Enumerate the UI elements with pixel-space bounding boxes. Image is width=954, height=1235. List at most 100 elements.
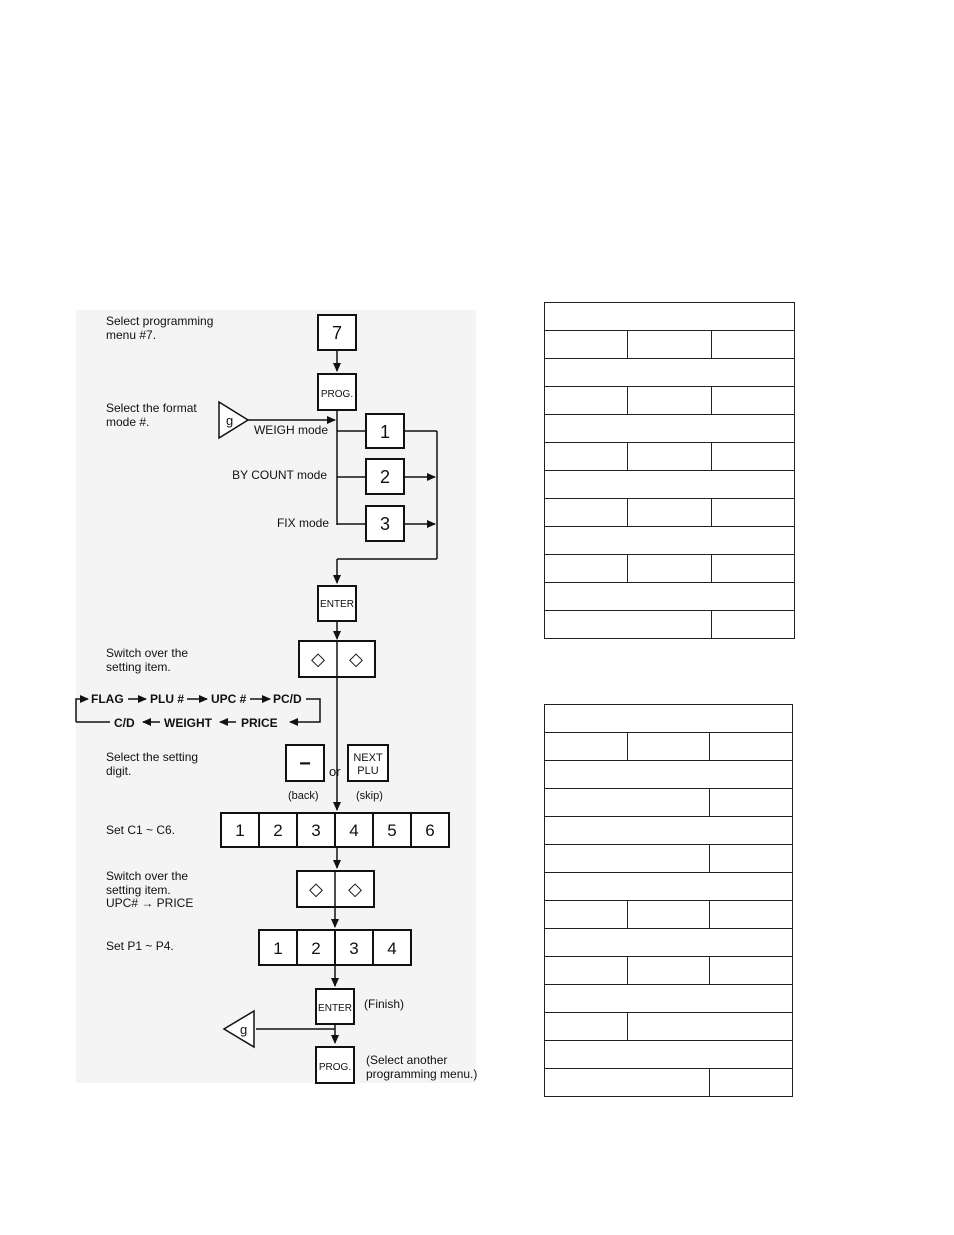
table-cell — [710, 610, 796, 639]
step-select-format-label-part: mode #. — [106, 415, 149, 429]
table-cell — [627, 330, 712, 359]
blank-form-table-1 — [543, 302, 796, 639]
or-label: or — [329, 764, 341, 779]
table-cell — [709, 900, 793, 929]
prog-button[interactable] — [317, 373, 357, 411]
g-return-icon[interactable] — [222, 1009, 255, 1049]
step-switch-item-2-label: Switch over the setting item. — [106, 869, 191, 897]
step-switch-item-2-sub: UPC# → PRICE — [106, 896, 193, 910]
table-row — [543, 386, 796, 415]
cycle-plu: PLU # — [150, 692, 184, 706]
step-select-menu-label-part: Select programming — [106, 314, 213, 328]
mode-fix-label: FIX mode — [277, 516, 329, 530]
cycle-flag: FLAG — [91, 692, 124, 706]
c-digit-6-key[interactable] — [410, 812, 450, 848]
table-cell — [544, 928, 793, 957]
next-label: NEXT — [353, 752, 383, 764]
step-set-p-label: Set P1 ~ P4. — [106, 939, 174, 953]
diamond-right-icon[interactable]: ◇ — [349, 649, 363, 669]
finish-label: (Finish) — [364, 997, 404, 1011]
c-digit-1-key[interactable] — [220, 812, 260, 848]
table-cell — [544, 704, 793, 733]
table-row — [543, 1068, 793, 1097]
mode-weigh-label: WEIGH mode — [254, 423, 328, 437]
cycle-weight: WEIGHT — [164, 716, 213, 730]
c-digit-4-key[interactable] — [334, 812, 374, 848]
diamond-right-2-icon[interactable]: ◇ — [348, 879, 362, 899]
p-digit-1-key[interactable] — [258, 929, 298, 966]
step-select-format-label-part: Select the format — [106, 401, 197, 415]
table-row — [543, 442, 796, 471]
mode-by-count-key-button[interactable] — [365, 458, 405, 495]
c-digit-5-label: 5 — [387, 821, 396, 840]
c-digit-3-label: 3 — [311, 821, 320, 840]
mode-by-count-key-label: 2 — [380, 467, 390, 487]
next-plu-button[interactable] — [347, 744, 389, 782]
key-7-button[interactable] — [317, 314, 357, 351]
table-cell — [627, 386, 712, 415]
table-row — [543, 554, 796, 583]
cycle-upc: UPC # — [211, 692, 247, 706]
key-7-label: 7 — [332, 323, 342, 343]
table-cell — [627, 554, 712, 583]
enter-finish-button[interactable] — [315, 988, 355, 1025]
table-row — [543, 844, 793, 873]
table-cell — [709, 732, 793, 761]
cycle-cd: C/D — [114, 716, 135, 730]
step-select-digit-label-part: digit. — [106, 764, 131, 778]
table-cell — [544, 984, 793, 1013]
table-cell — [626, 900, 711, 929]
table-cell — [543, 498, 629, 527]
select-another-label-2: programming menu.) — [366, 1067, 477, 1081]
table-row — [543, 330, 796, 359]
table-cell — [626, 956, 711, 985]
table-row — [544, 582, 795, 611]
table-cell — [544, 610, 712, 639]
minus-button[interactable] — [285, 744, 325, 782]
table-row — [544, 984, 793, 1013]
g-key-label: g — [226, 413, 233, 428]
table-cell — [544, 470, 795, 499]
table-row — [544, 610, 796, 639]
step-select-menu-label: Select programming menu #7. — [106, 314, 217, 342]
select-another-label: (Select another — [366, 1053, 447, 1067]
prog-another-button[interactable] — [315, 1046, 355, 1084]
step-select-menu-label-part: menu #7. — [106, 328, 156, 342]
mode-weigh-key-label: 1 — [380, 422, 390, 442]
enter-label: ENTER — [320, 599, 354, 610]
skip-label: (skip) — [356, 790, 383, 802]
table-cell — [543, 442, 629, 471]
table-cell — [626, 1012, 794, 1041]
cycle-pcd: PC/D — [273, 692, 302, 706]
table-row — [544, 526, 795, 555]
table-row — [543, 788, 793, 817]
table-cell — [544, 872, 793, 901]
diamond-left-2-icon[interactable]: ◇ — [309, 879, 323, 899]
step-switch-item-label-part: Switch over the — [106, 646, 188, 660]
table-cell — [544, 816, 793, 845]
table-cell — [544, 1012, 628, 1041]
table-cell — [627, 442, 712, 471]
diamond-left-icon[interactable]: ◇ — [311, 649, 325, 669]
prog-another-label: PROG. — [319, 1062, 351, 1073]
table-row — [544, 414, 795, 443]
table-row — [544, 1012, 794, 1041]
step-switch-item-2-label-part: setting item. — [106, 883, 171, 897]
g-return-label: g — [240, 1022, 247, 1037]
g-key-icon[interactable] — [218, 400, 250, 440]
enter-finish-label: ENTER — [318, 1003, 352, 1014]
table-row — [544, 872, 793, 901]
plu-label: PLU — [357, 765, 378, 777]
setting-item-cycle: FLAG PLU # UPC # PC/D C/D WEIGHT PRICE — [91, 692, 302, 730]
table-row — [544, 732, 793, 761]
cycle-price: PRICE — [241, 716, 278, 730]
p-digit-4-key[interactable] — [372, 929, 412, 966]
table-cell — [544, 732, 628, 761]
step-switch-item-label: Switch over the setting item. — [106, 646, 191, 674]
p-digit-4-label: 4 — [387, 939, 396, 958]
table-cell — [710, 442, 796, 471]
table-row — [544, 358, 795, 387]
table-cell — [544, 302, 795, 331]
table-cell — [543, 788, 711, 817]
table-cell — [710, 386, 796, 415]
